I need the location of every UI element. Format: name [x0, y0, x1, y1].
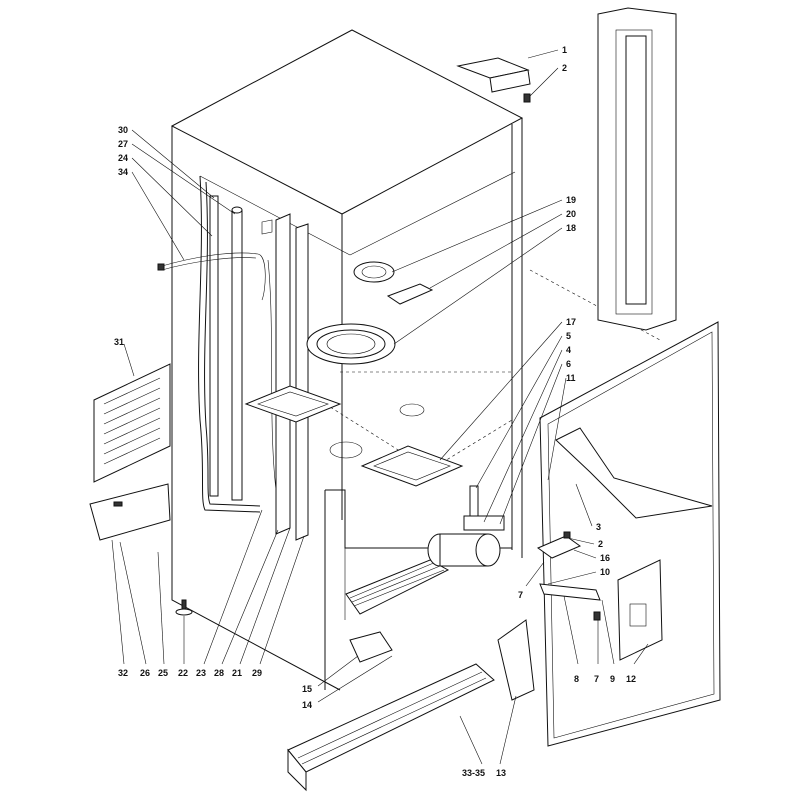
leveling-foot — [175, 599, 193, 616]
callout-label: 21 — [232, 668, 242, 678]
callout-label: 33-35 — [462, 768, 485, 778]
callout-label: 5 — [566, 331, 571, 341]
callout-10: 10 — [547, 567, 610, 585]
callout-27: 27 — [118, 139, 236, 215]
callout-label: 15 — [302, 684, 312, 694]
cover-plate — [89, 483, 171, 541]
fan-assembly — [306, 261, 434, 365]
callout-label: 27 — [118, 139, 128, 149]
callout-label: 19 — [566, 195, 576, 205]
callout-17: 17 — [439, 317, 576, 461]
callout-3: 3 — [575, 483, 601, 532]
callout-16: 16 — [573, 549, 610, 563]
callout-18: 18 — [393, 223, 576, 345]
callout-label: 34 — [118, 167, 128, 177]
callout-label: 14 — [302, 700, 312, 710]
kickplate — [287, 663, 495, 792]
door-gasket-strip — [597, 7, 677, 331]
callout-label: 20 — [566, 209, 576, 219]
callout-1: 1 — [527, 45, 567, 59]
wire-harness — [157, 219, 277, 491]
callout-26: 26 — [119, 541, 150, 678]
callout-label: 2 — [562, 63, 567, 73]
callout-33-35: 33-35 — [459, 715, 485, 778]
callout-2-top: 2 — [529, 63, 567, 97]
callout-6: 6 — [499, 359, 571, 525]
vertical-tubes — [209, 195, 309, 541]
callout-24: 24 — [118, 153, 213, 237]
rear-grille — [93, 363, 171, 483]
callout-label: 7 — [594, 674, 599, 684]
callout-25: 25 — [157, 551, 168, 678]
callout-label: 3 — [596, 522, 601, 532]
callout-label: 24 — [118, 153, 128, 163]
callout-14: 14 — [302, 655, 393, 710]
callout-label: 13 — [496, 768, 506, 778]
callout-label: 12 — [626, 674, 636, 684]
electrical-cover-12 — [617, 559, 663, 661]
callout-19: 19 — [391, 195, 576, 273]
condenser-coil — [345, 559, 450, 615]
callout-label: 28 — [214, 668, 224, 678]
callout-label: 17 — [566, 317, 576, 327]
cabinet-body — [170, 29, 661, 691]
callout-21: 21 — [232, 527, 291, 678]
callout-15: 15 — [302, 655, 359, 694]
callout-label: 16 — [600, 553, 610, 563]
callout-4: 4 — [483, 345, 571, 523]
callout-30: 30 — [118, 125, 215, 199]
callout-31: 31 — [114, 337, 135, 377]
callout-12: 12 — [626, 643, 649, 684]
callout-label: 31 — [114, 337, 124, 347]
callout-label: 26 — [140, 668, 150, 678]
callout-5: 5 — [475, 331, 571, 489]
bracket-13 — [497, 619, 535, 701]
callout-7-right: 7 — [594, 620, 599, 684]
callout-label: 23 — [196, 668, 206, 678]
callout-label: 11 — [566, 373, 576, 383]
callout-23: 23 — [196, 509, 263, 678]
callout-label: 25 — [158, 668, 168, 678]
callout-29: 29 — [252, 535, 305, 678]
callout-13: 13 — [496, 695, 517, 778]
callout-34: 34 — [118, 167, 185, 261]
callout-label: 22 — [178, 668, 188, 678]
callout-8: 8 — [563, 595, 579, 684]
callout-label: 2 — [598, 539, 603, 549]
callout-28: 28 — [214, 529, 279, 678]
bracket-1 — [456, 57, 531, 103]
callout-label: 30 — [118, 125, 128, 135]
callout-7-left: 7 — [518, 561, 545, 600]
vent-frames — [244, 385, 464, 487]
callout-label: 32 — [118, 668, 128, 678]
callout-label: 7 — [518, 590, 523, 600]
thermostat-15 — [349, 631, 393, 663]
hinge-parts — [536, 531, 601, 621]
callout-label: 4 — [566, 345, 571, 355]
callout-2-lower: 2 — [567, 537, 603, 549]
callout-32: 32 — [111, 539, 128, 678]
fan-motor — [427, 485, 505, 567]
callout-label: 10 — [600, 567, 610, 577]
callout-label: 29 — [252, 668, 262, 678]
left-frame-gasket — [198, 175, 261, 513]
door-bracket-3 — [555, 427, 713, 519]
callout-22: 22 — [178, 616, 188, 678]
door-panel — [539, 321, 721, 747]
callout-label: 9 — [610, 674, 615, 684]
callout-label: 1 — [562, 45, 567, 55]
callout-label: 18 — [566, 223, 576, 233]
callout-label: 8 — [574, 674, 579, 684]
callout-label: 6 — [566, 359, 571, 369]
callout-11: 11 — [547, 373, 576, 481]
callout-20: 20 — [429, 209, 576, 289]
callout-9: 9 — [601, 599, 615, 684]
